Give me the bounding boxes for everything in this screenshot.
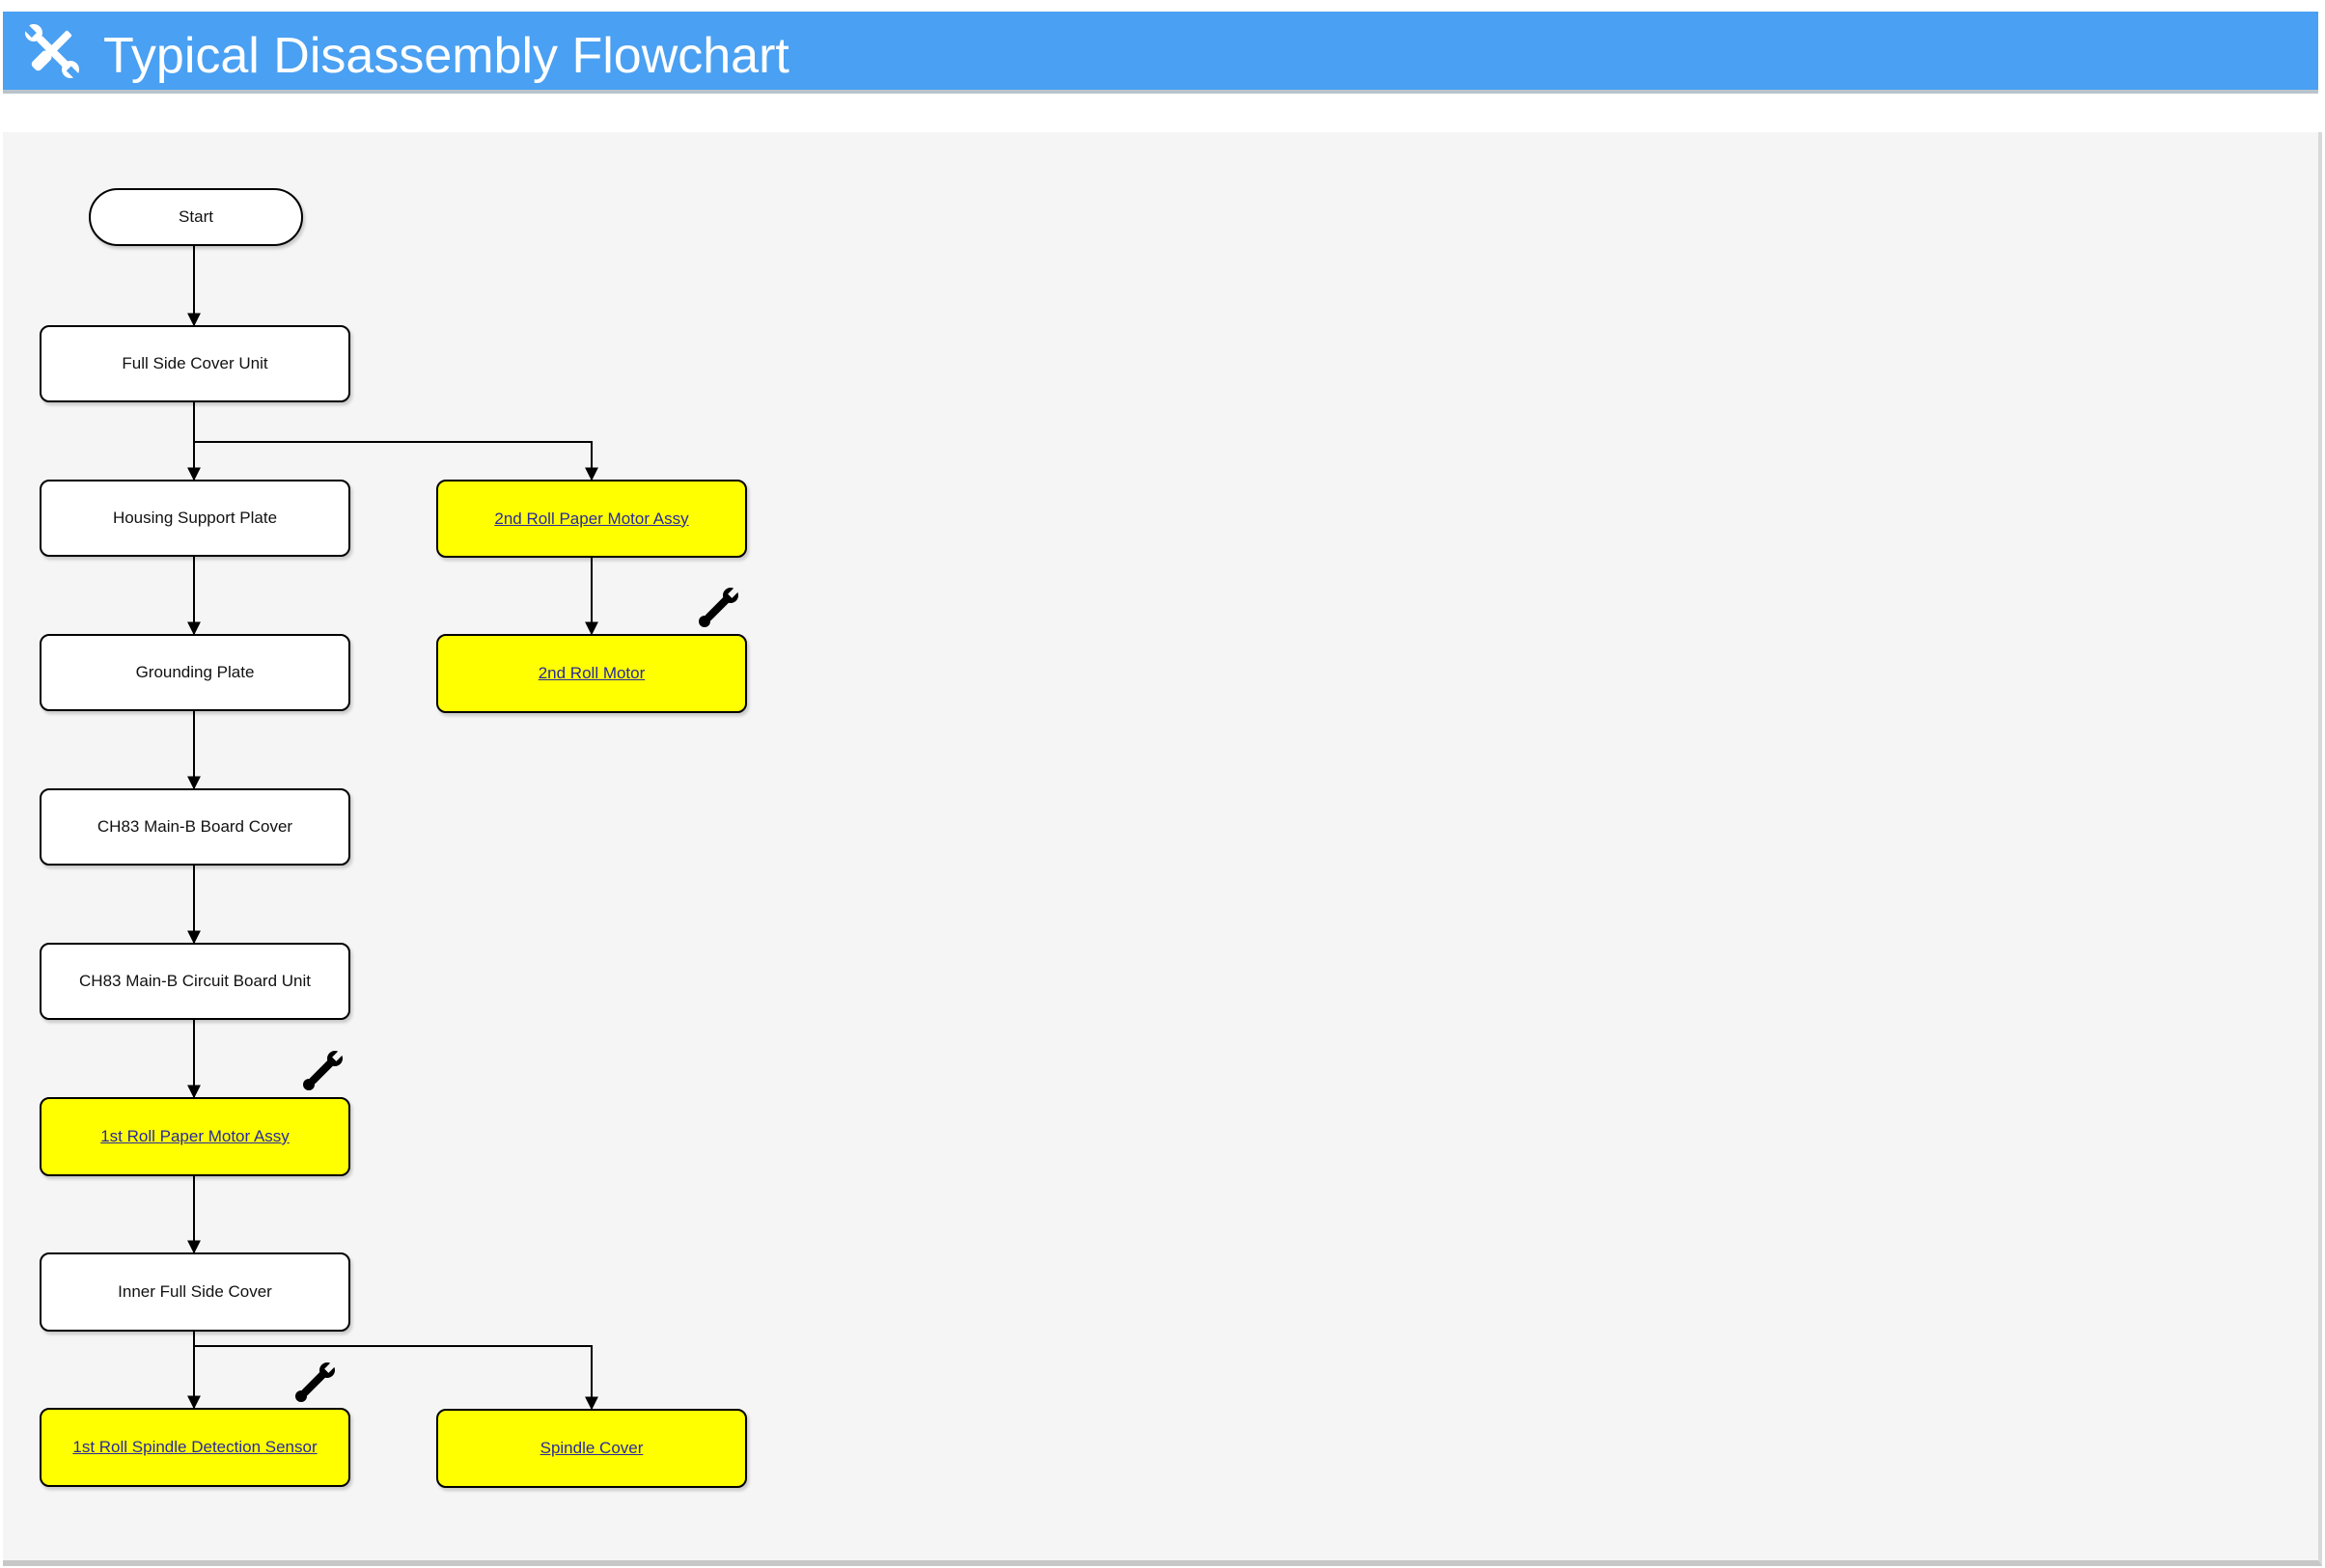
node-ch83-main-b-board-cover: CH83 Main-B Board Cover: [40, 788, 350, 866]
node-1st-roll-paper-motor-assy: 1st Roll Paper Motor Assy: [40, 1097, 350, 1176]
node-full-side-cover-unit: Full Side Cover Unit: [40, 325, 350, 402]
node-housing-support-plate: Housing Support Plate: [40, 480, 350, 557]
page-title: Typical Disassembly Flowchart: [103, 28, 789, 84]
node-grounding-plate: Grounding Plate: [40, 634, 350, 711]
node-start: Start: [89, 188, 303, 246]
page-header: Typical Disassembly Flowchart: [3, 12, 2318, 90]
link-1st-roll-spindle-detection-sensor[interactable]: 1st Roll Spindle Detection Sensor: [72, 1438, 318, 1456]
tools-icon: [23, 24, 80, 79]
node-1st-roll-spindle-detection-sensor: 1st Roll Spindle Detection Sensor: [40, 1408, 350, 1487]
flowchart-canvas: Start Full Side Cover Unit Housing Suppo…: [3, 132, 2322, 1566]
link-1st-roll-paper-motor-assy[interactable]: 1st Roll Paper Motor Assy: [100, 1127, 290, 1145]
link-2nd-roll-motor[interactable]: 2nd Roll Motor: [538, 664, 646, 682]
connector-inner-cover-to-spindle-cover: [194, 1345, 598, 1411]
node-spindle-cover: Spindle Cover: [436, 1409, 747, 1488]
wrench-icon: [295, 1362, 336, 1402]
connector-full-side-cover-to-2nd-roll-paper-motor: [194, 441, 598, 481]
wrench-icon: [303, 1050, 344, 1090]
flowchart-connectors: [187, 246, 598, 1411]
link-2nd-roll-paper-motor-assy[interactable]: 2nd Roll Paper Motor Assy: [494, 509, 689, 528]
node-ch83-main-b-circuit-board-unit: CH83 Main-B Circuit Board Unit: [40, 943, 350, 1020]
node-2nd-roll-motor: 2nd Roll Motor: [436, 634, 747, 713]
wrench-icon: [699, 587, 739, 627]
link-spindle-cover[interactable]: Spindle Cover: [540, 1439, 644, 1457]
node-2nd-roll-paper-motor-assy: 2nd Roll Paper Motor Assy: [436, 480, 747, 558]
node-inner-full-side-cover: Inner Full Side Cover: [40, 1252, 350, 1332]
